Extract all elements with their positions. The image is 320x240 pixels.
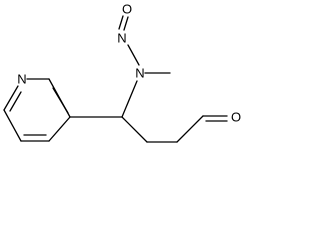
nitroso-nitrogen-label: N: [117, 31, 126, 46]
bond-ch2-to-cho: [176, 115, 204, 143]
ring-bond-c6-n-inner: [9, 91, 22, 112]
bond-ch-to-ch2: [121, 116, 148, 143]
ring-bond-c6-n: [3, 85, 19, 111]
bond-ch-to-amine-n: [121, 80, 138, 118]
ring-bond-c5-c6: [3, 109, 22, 142]
bond-amine-n-to-nitroso-n: [127, 44, 140, 66]
molecule-figure: O N N N O: [0, 0, 251, 148]
bond-nitroso-n-to-o-double: [118, 15, 124, 30]
nitroso-oxygen-label: O: [122, 2, 132, 17]
atom-labels: O N N N O: [17, 2, 241, 125]
side-chain: [69, 15, 228, 143]
bond-nitroso-n-to-o: [123, 16, 129, 31]
aldehyde-oxygen-label: O: [231, 110, 241, 125]
ring-bond-c3-c4: [48, 116, 71, 142]
amine-nitrogen-label: N: [135, 66, 144, 81]
pyridine-ring: [3, 78, 71, 142]
pyridine-nitrogen-label: N: [17, 72, 26, 87]
molecule-structure: O N N N O: [3, 2, 241, 143]
ring-bond-c2-c3-inner: [52, 87, 69, 114]
